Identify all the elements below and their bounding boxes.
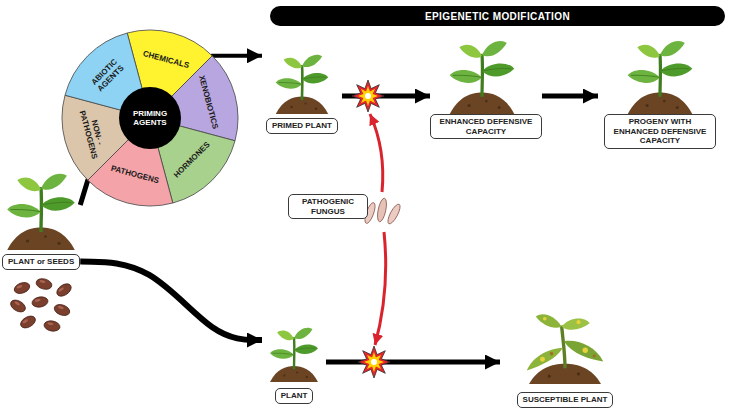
- bean-seed: [9, 298, 28, 315]
- wheel-segment: ABIOTIC AGENTS: [85, 53, 130, 98]
- bean-seed: [43, 320, 60, 333]
- node-label: PATHOGENIC FUNGUS: [288, 194, 368, 219]
- node-label: EPIGENETIC MODIFICATION: [425, 11, 570, 22]
- bean-seed: [53, 303, 71, 318]
- node-label: PLANT or SEEDS: [2, 254, 80, 270]
- priming-wheel: [62, 30, 238, 206]
- node-label: ABIOTIC AGENTS: [85, 53, 130, 98]
- flow-arrow: [80, 262, 262, 340]
- wheel-segment: PATHOGENS: [108, 164, 161, 188]
- flow-arrow: [542, 94, 598, 99]
- plant-label-box: PLANT: [262, 318, 326, 404]
- figure-space: [2, 160, 78, 250]
- infection-arrow: [375, 232, 386, 345]
- heading-bar: EPIGENETIC MODIFICATION: [270, 6, 725, 26]
- wheel-segment: HORMONES: [171, 139, 213, 181]
- node-label: XENOBIOTICS: [195, 73, 220, 131]
- plant-label-box: PRIMED PLANT: [262, 42, 342, 134]
- node-label: PATHOGENS: [108, 164, 161, 188]
- flow-arrow: [326, 360, 500, 365]
- infection-arrow: [370, 114, 383, 192]
- infection-arrows: [370, 114, 386, 345]
- fungal-spores: [363, 197, 402, 225]
- plant-label-box: ENHANCED DEFENSIVE CAPACITY: [430, 28, 542, 139]
- plant-label-box: PROGENY WITH ENHANCED DEFENSIVE CAPACITY: [598, 28, 722, 149]
- spore: [376, 197, 388, 222]
- wheel-segment: CHEMICALS: [140, 48, 191, 71]
- wheel-hub: PRIMING AGENTS: [119, 87, 181, 149]
- seedling-figure: [276, 55, 329, 114]
- explosion-symbol: [352, 80, 384, 112]
- plant-label-box: SUSCEPTIBLE PLANT: [500, 292, 630, 408]
- node-label: ENHANCED DEFENSIVE CAPACITY: [430, 114, 542, 139]
- node-label: CHEMICALS: [140, 48, 191, 71]
- spore: [386, 203, 403, 226]
- wheel-segment: XENOBIOTICS: [195, 73, 220, 131]
- bean-seed: [19, 314, 38, 331]
- edge-group: [80, 56, 598, 362]
- bean-seed: [55, 281, 74, 298]
- bean-seed: [13, 281, 31, 296]
- seed-pile: [9, 277, 74, 332]
- node-label: NON- -PATHOGENS: [75, 102, 109, 165]
- bean-seed: [35, 277, 53, 291]
- seedling-figure: [7, 174, 75, 250]
- figure-space: [500, 292, 630, 388]
- node-label: SUSCEPTIBLE PLANT: [517, 392, 614, 408]
- node-label: PROGENY WITH ENHANCED DEFENSIVE CAPACITY: [604, 114, 716, 149]
- diseased-plant-figure: [527, 314, 604, 384]
- figure-space: [430, 28, 530, 114]
- explosion-symbol: [358, 346, 390, 378]
- bean-seed: [31, 296, 48, 309]
- figure-space: [262, 318, 326, 384]
- seedling-figure: [270, 328, 318, 382]
- figure-space: [598, 28, 722, 114]
- plant-label-box: PLANT or SEEDS: [2, 160, 80, 270]
- seedling-figure: [450, 41, 515, 114]
- seedling-figure: [628, 41, 693, 114]
- wheel-segment: NON- -PATHOGENS: [75, 102, 109, 165]
- label-box: PATHOGENIC FUNGUS: [288, 194, 368, 219]
- node-label: PLANT: [275, 388, 314, 404]
- plant-figures: [7, 41, 692, 384]
- node-label: HORMONES: [171, 139, 213, 181]
- node-label: PRIMING AGENTS: [128, 109, 172, 127]
- node-label: PRIMED PLANT: [266, 118, 338, 134]
- figure-space: [262, 42, 342, 114]
